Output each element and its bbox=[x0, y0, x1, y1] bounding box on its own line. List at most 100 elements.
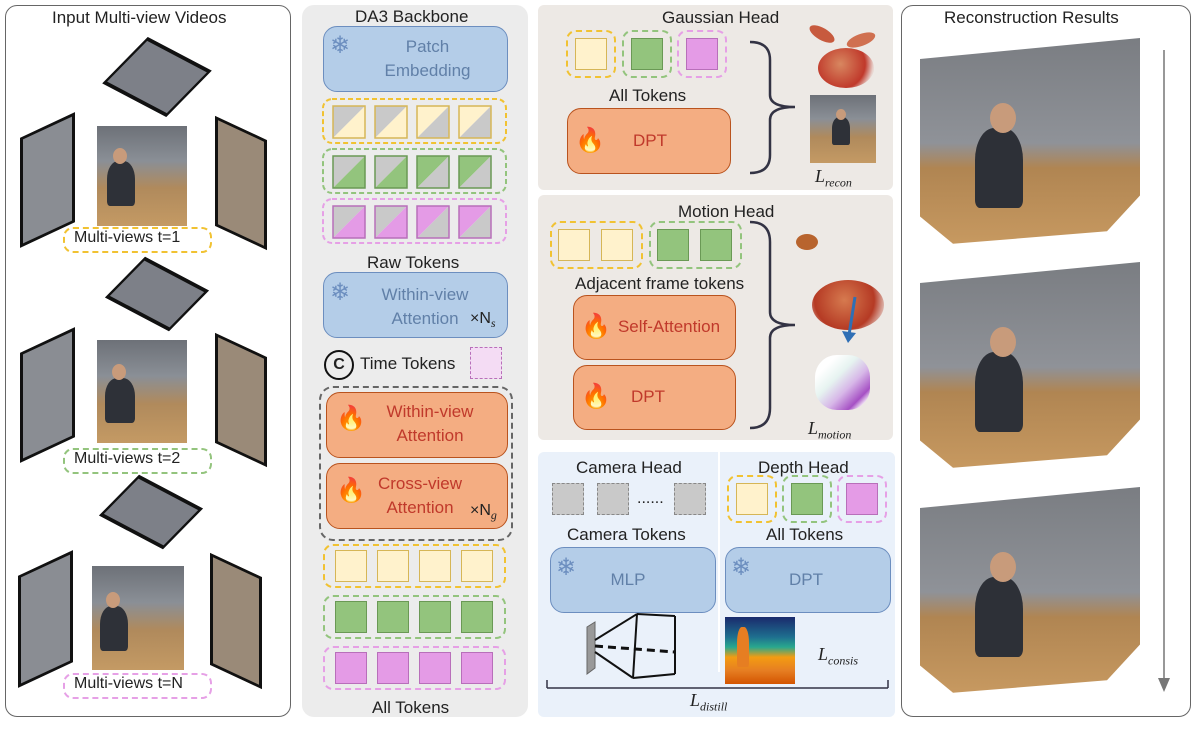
within-view-trainable-label: Within-view Attention bbox=[386, 402, 474, 445]
concat-symbol: C bbox=[333, 356, 345, 373]
mlp-block bbox=[550, 547, 716, 613]
gaussian-all-tokens-label: All Tokens bbox=[609, 86, 687, 105]
snowflake-icon: ❄ bbox=[731, 554, 752, 581]
self-attention-block bbox=[573, 295, 736, 360]
token-group-pink bbox=[677, 30, 727, 78]
token bbox=[558, 229, 590, 261]
snowflake-icon: ❄ bbox=[330, 279, 351, 306]
camera-token bbox=[674, 483, 706, 515]
token bbox=[461, 550, 493, 582]
out-token-group-green bbox=[323, 595, 506, 639]
gaussian-bracket bbox=[749, 40, 796, 175]
camera-token bbox=[597, 483, 629, 515]
depth-head-title: Depth Head bbox=[758, 458, 849, 477]
results-title: Reconstruction Results bbox=[944, 8, 1119, 27]
token bbox=[335, 652, 367, 684]
out-token-group-yellow bbox=[323, 544, 506, 588]
token bbox=[631, 38, 663, 70]
fire-icon: 🔥 bbox=[581, 313, 611, 340]
motion-gaussian-small bbox=[796, 234, 818, 250]
motion-head-title: Motion Head bbox=[678, 202, 775, 221]
fire-icon: 🔥 bbox=[336, 405, 366, 432]
camera-token-dots: ...... bbox=[637, 490, 664, 507]
gaussian-dpt-label: DPT bbox=[633, 131, 667, 150]
label-frame-t2 bbox=[63, 448, 212, 474]
motion-arrow-icon bbox=[842, 296, 857, 343]
token bbox=[335, 601, 367, 633]
token-group-green bbox=[622, 30, 672, 78]
snowflake-icon: ❄ bbox=[330, 32, 351, 59]
token-group-yellow bbox=[566, 30, 616, 78]
adjacent-frame-tokens-label: Adjacent frame tokens bbox=[575, 274, 745, 293]
motion-dpt-block bbox=[573, 365, 736, 430]
motion-loss-label: Lmotion bbox=[808, 418, 852, 442]
token bbox=[377, 652, 409, 684]
reconstruction-result-3 bbox=[920, 487, 1140, 693]
label-frame-tn bbox=[63, 673, 212, 699]
token bbox=[461, 652, 493, 684]
token bbox=[657, 229, 689, 261]
token-group-green bbox=[782, 475, 832, 523]
reconstruction-result-2 bbox=[920, 262, 1140, 468]
camera-frustum-icon bbox=[586, 613, 676, 679]
snowflake-icon: ❄ bbox=[556, 554, 577, 581]
time-tokens-label: Time Tokens bbox=[360, 354, 456, 373]
camera-tokens-label: Camera Tokens bbox=[567, 525, 686, 544]
token bbox=[335, 550, 367, 582]
ns-repeat-label: ×Ns bbox=[470, 310, 496, 331]
within-view-frozen-label: Within-view Attention bbox=[381, 285, 469, 328]
token bbox=[791, 483, 823, 515]
depth-all-tokens-label: All Tokens bbox=[766, 525, 844, 544]
motion-flow-image bbox=[815, 355, 870, 410]
token bbox=[419, 652, 451, 684]
motion-bracket bbox=[749, 220, 796, 430]
mlp-label: MLP bbox=[610, 570, 646, 589]
center-camera-view bbox=[97, 126, 187, 226]
patch-embedding-label: Patch Embedding bbox=[384, 37, 471, 80]
token bbox=[419, 550, 451, 582]
reconstruction-result-1 bbox=[920, 38, 1140, 244]
token-group-yellow bbox=[727, 475, 777, 523]
camera-head-title: Camera Head bbox=[576, 458, 682, 477]
camera-token bbox=[552, 483, 584, 515]
backbone-title: DA3 Backbone bbox=[355, 7, 469, 26]
depth-dpt-label: DPT bbox=[789, 570, 823, 589]
cross-view-block bbox=[326, 463, 508, 529]
input-label-tn: Multi-views t=N bbox=[74, 675, 183, 692]
distill-bracket bbox=[546, 680, 889, 689]
token bbox=[601, 229, 633, 261]
token bbox=[736, 483, 768, 515]
raw-token-row-green bbox=[332, 155, 492, 189]
input-label-t2: Multi-views t=2 bbox=[74, 450, 181, 467]
token bbox=[419, 601, 451, 633]
distill-loss-label: Ldistill bbox=[690, 690, 728, 714]
time-arrow-icon bbox=[1158, 50, 1170, 692]
recon-loss-label: Lrecon bbox=[815, 166, 852, 190]
motion-gaussian-large bbox=[812, 280, 884, 330]
fire-icon: 🔥 bbox=[581, 383, 611, 410]
concat-icon: C bbox=[324, 350, 354, 380]
right-camera-view bbox=[210, 552, 262, 690]
token-group-yellow bbox=[550, 221, 643, 269]
gaussian-dpt-block bbox=[567, 108, 731, 174]
fire-icon: 🔥 bbox=[575, 127, 605, 154]
gaussian-head-title: Gaussian Head bbox=[662, 8, 780, 27]
token bbox=[575, 38, 607, 70]
patch-embedding-block bbox=[323, 26, 508, 92]
center-camera-view bbox=[97, 340, 187, 443]
depth-map-image bbox=[725, 617, 795, 684]
center-camera-view bbox=[92, 566, 184, 670]
motion-dpt-label: DPT bbox=[631, 387, 665, 406]
input-label-t1: Multi-views t=1 bbox=[74, 229, 181, 246]
token-group-green bbox=[649, 221, 742, 269]
time-token bbox=[470, 347, 502, 379]
token bbox=[846, 483, 878, 515]
gaussian-render-image bbox=[810, 95, 876, 163]
raw-tokens-label: Raw Tokens bbox=[367, 253, 460, 272]
token bbox=[377, 550, 409, 582]
within-view-trainable-block bbox=[326, 392, 508, 458]
token bbox=[377, 601, 409, 633]
token bbox=[461, 601, 493, 633]
out-token-group-pink bbox=[323, 646, 506, 690]
token-group-pink bbox=[837, 475, 887, 523]
